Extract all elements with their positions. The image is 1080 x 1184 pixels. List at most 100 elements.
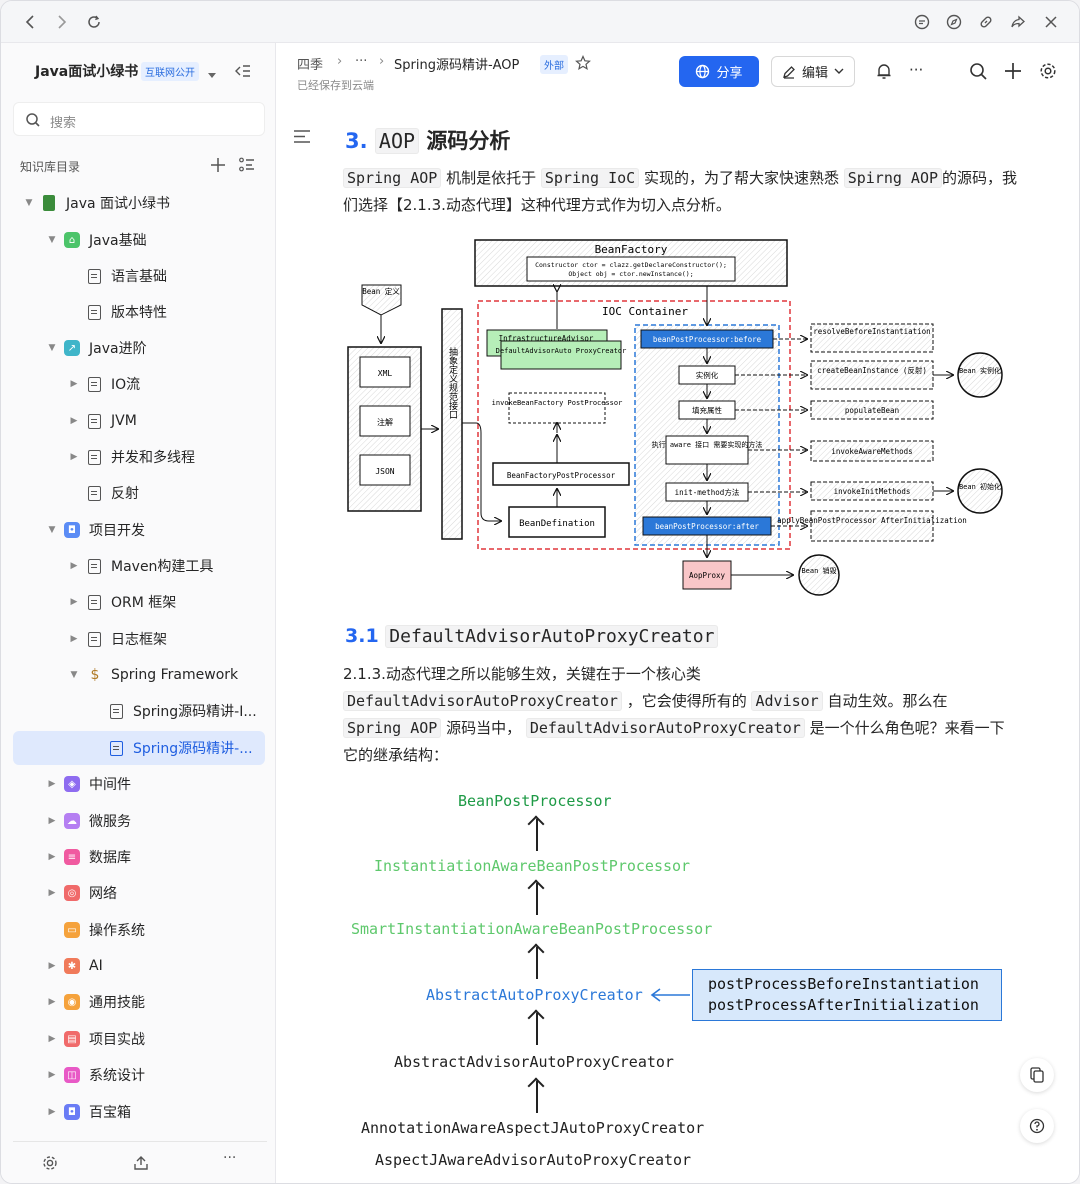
copy-icon[interactable] [1020, 1058, 1054, 1092]
expand-arrow-icon[interactable]: ▶ [70, 561, 78, 571]
tree-item-doc[interactable]: ▶ 日志框架 [1, 622, 276, 656]
tree-item-doc[interactable]: 反射 [1, 476, 276, 510]
search-icon[interactable] [969, 62, 987, 84]
tree-item-spring[interactable]: ▼ $ Spring Framework [1, 658, 276, 692]
more-icon[interactable]: ··· [909, 61, 924, 79]
compass-icon[interactable] [942, 10, 966, 34]
knowledge-base-title[interactable]: Java面试小绿书 [35, 64, 139, 80]
forward-icon[interactable] [50, 10, 74, 34]
tree-item-label: Java进阶 [89, 341, 147, 357]
share-button[interactable]: 分享 [679, 56, 759, 87]
expand-arrow-icon[interactable]: ▶ [48, 852, 56, 862]
star-icon[interactable] [575, 55, 591, 75]
init-method-label: init-method方法 [675, 487, 740, 497]
tree-item-skills[interactable]: ▶ ◉ 通用技能 [1, 985, 276, 1019]
expand-arrow-icon[interactable]: ▶ [70, 416, 78, 426]
expand-arrow-icon[interactable]: ▼ [48, 343, 56, 353]
expand-arrow-icon[interactable]: ▶ [48, 1107, 56, 1117]
tree-item-doc[interactable]: ▶ IO流 [1, 367, 276, 401]
tree-item-java-basic[interactable]: ▼ ⌂ Java基础 [1, 223, 276, 257]
inline-code: Spring AOP [343, 168, 442, 188]
tree-item-label: 系统设计 [89, 1068, 145, 1084]
class-name: AspectJAwareAdvisorAutoProxyCreator [375, 1151, 692, 1169]
expand-arrow-icon[interactable]: ▶ [48, 1070, 56, 1080]
json-label: JSON [375, 467, 394, 476]
settings-icon[interactable] [1039, 62, 1057, 84]
expand-arrow-icon[interactable]: ▶ [70, 452, 78, 462]
tree-item-os[interactable]: ▭ 操作系统 [1, 913, 276, 947]
link-icon[interactable] [974, 10, 998, 34]
pencil-icon [783, 65, 795, 79]
settings-icon[interactable] [42, 1155, 58, 1175]
collapse-sidebar-icon[interactable] [235, 63, 251, 82]
search-input[interactable]: 搜索 [50, 116, 77, 131]
expand-arrow-icon[interactable]: ▶ [48, 816, 56, 826]
back-icon[interactable] [18, 10, 42, 34]
more-icon[interactable]: ··· [223, 1150, 237, 1166]
tree-item-doc[interactable]: ▶ ORM 框架 [1, 585, 276, 619]
tree-item-java-advanced[interactable]: ▼ ↗ Java进阶 [1, 331, 276, 365]
tree-item-practice[interactable]: ▶ ▤ 项目实战 [1, 1022, 276, 1056]
expand-arrow-icon[interactable]: ▶ [48, 961, 56, 971]
tree-item-ai[interactable]: ▶ ✱ AI [1, 949, 276, 983]
expand-arrow-icon[interactable]: ▼ [70, 670, 78, 680]
expand-arrow-icon[interactable]: ▼ [48, 525, 56, 535]
terminal-icon: ▭ [64, 922, 80, 938]
tree-item-label: IO流 [111, 377, 141, 393]
tree-item-current-doc[interactable]: Spring源码精讲-... [13, 731, 265, 765]
comment-icon[interactable] [910, 10, 934, 34]
tree-item-doc[interactable]: 版本特性 [1, 295, 276, 329]
add-icon[interactable] [1004, 62, 1022, 84]
breadcrumb-ellipsis[interactable]: ··· [355, 54, 368, 69]
help-icon[interactable] [1020, 1109, 1054, 1143]
document-icon [88, 558, 101, 574]
beanfactory-code-box [526, 256, 736, 282]
share-arrow-icon[interactable] [1006, 10, 1030, 34]
destroy-label: Bean 销毁 [801, 566, 836, 575]
list-settings-icon[interactable] [239, 157, 255, 177]
document-icon [110, 703, 123, 719]
tree-item-toolbox[interactable]: ▶ ◘ 百宝箱 [1, 1095, 276, 1129]
tree-item-middleware[interactable]: ▶ ◈ 中间件 [1, 767, 276, 801]
tree-item-label: 版本特性 [111, 305, 167, 321]
tree-item-network[interactable]: ▶ ◎ 网络 [1, 876, 276, 910]
bell-icon[interactable] [876, 62, 892, 84]
tree-item-doc[interactable]: 语言基础 [1, 259, 276, 293]
layers-icon: ◫ [64, 1067, 80, 1083]
edit-button[interactable]: 编辑 [771, 56, 855, 87]
populate-label: 填充属性 [692, 405, 722, 415]
breadcrumb-current[interactable]: Spring源码精讲-AOP [394, 58, 520, 73]
expand-arrow-icon[interactable]: ▶ [48, 1034, 56, 1044]
expand-arrow-icon[interactable]: ▶ [70, 597, 78, 607]
tree-item-label: Maven构建工具 [111, 559, 214, 575]
expand-arrow-icon[interactable]: ▶ [48, 997, 56, 1007]
tree-item-project-dev[interactable]: ▼ ◘ 项目开发 [1, 513, 276, 547]
right-methods: resolveBeforeInstantiation createBeanIns… [777, 323, 967, 542]
tree-item-root[interactable]: ▼ Java 面试小绿书 [1, 186, 276, 220]
tree-item-system-design[interactable]: ▶ ◫ 系统设计 [1, 1058, 276, 1092]
tree-item-database[interactable]: ▶ ≡ 数据库 [1, 840, 276, 874]
tree-item-microservice[interactable]: ▶ ☁ 微服务 [1, 804, 276, 838]
reload-icon[interactable] [82, 10, 106, 34]
tree-item-doc[interactable]: ▶ 并发和多线程 [1, 440, 276, 474]
expand-arrow-icon[interactable]: ▶ [48, 888, 56, 898]
expand-arrow-icon[interactable]: ▶ [70, 634, 78, 644]
tree-item-doc[interactable]: Spring源码精讲-I... [1, 694, 276, 728]
export-icon[interactable] [133, 1155, 149, 1175]
expand-arrow-icon[interactable]: ▶ [48, 779, 56, 789]
chevron-down-icon[interactable] [207, 65, 217, 84]
sidebar-footer: ··· [13, 1141, 267, 1183]
class-name: AbstractAutoProxyCreator [426, 986, 643, 1004]
tree-item-doc[interactable]: ▶ JVM [1, 404, 276, 438]
close-icon[interactable] [1039, 10, 1063, 34]
expand-arrow-icon[interactable]: ▶ [70, 379, 78, 389]
search-box[interactable]: 搜索 [13, 102, 265, 136]
tree-item-doc[interactable]: ▶ Maven构建工具 [1, 549, 276, 583]
heading-aop: 3. AOP 源码分析 [345, 125, 510, 155]
expand-arrow-icon[interactable]: ▼ [48, 235, 56, 245]
outline-toggle-icon[interactable] [294, 128, 310, 147]
add-icon[interactable] [210, 157, 226, 177]
expand-arrow-icon[interactable]: ▼ [25, 198, 33, 208]
breadcrumb-space[interactable]: 四季 [297, 58, 324, 73]
